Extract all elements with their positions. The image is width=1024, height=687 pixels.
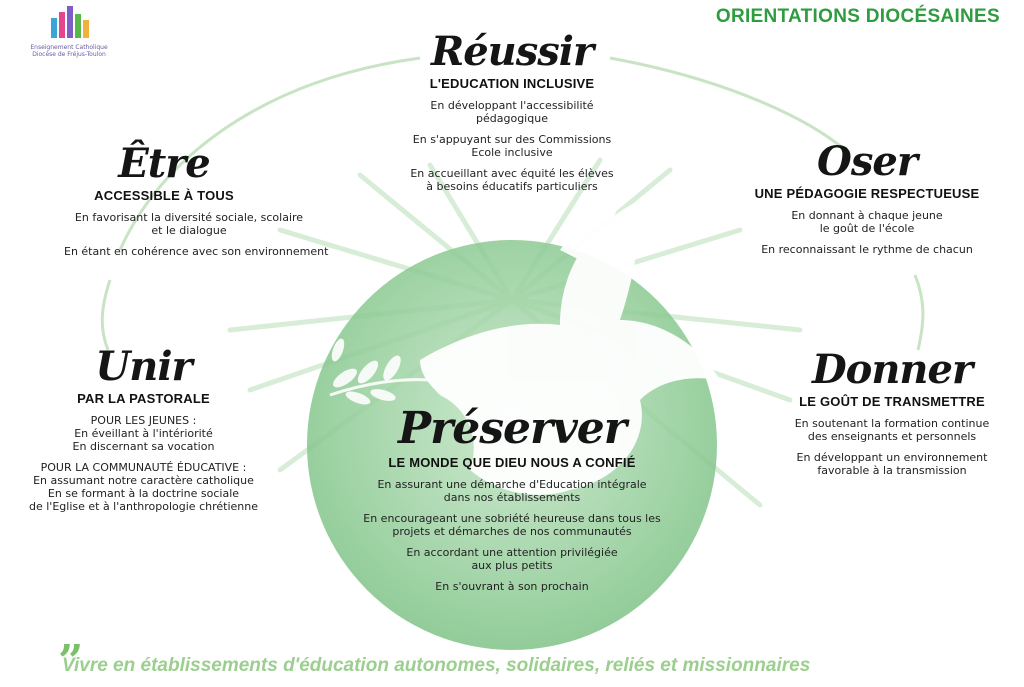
section-oser: Oser UNE PÉDAGOGIE RESPECTUEUSE En donna… xyxy=(722,138,1012,257)
text-line: En s'appuyant sur des Commissions xyxy=(412,133,612,146)
text-line: pédagogique xyxy=(476,112,548,125)
text-line: de l'Eglise et à l'anthropologie chrétie… xyxy=(29,500,258,513)
line-gap xyxy=(722,235,1012,243)
section-donner: Donner LE GOÛT DE TRANSMETTRE En soutena… xyxy=(772,346,1012,478)
text-line: En éveillant à l'intériorité xyxy=(74,427,213,440)
text-line: En favorisant la diversité sociale, scol… xyxy=(74,211,304,224)
logo-bars-icon xyxy=(51,6,89,38)
text-line: En développant un environnement xyxy=(796,451,988,464)
text-line: En reconnaissant le rythme de chacun xyxy=(761,243,973,256)
section-lines: POUR LES JEUNES :En éveillant à l'intéri… xyxy=(6,414,281,513)
section-reussir: Réussir L'EDUCATION INCLUSIVE En dévelop… xyxy=(352,28,672,194)
text-line: le goût de l'école xyxy=(819,222,915,235)
logo-caption-1: Enseignement Catholique xyxy=(30,44,108,51)
text-line: En accueillant avec équité les élèves xyxy=(410,167,614,180)
text-line: En assurant une démarche d'Education int… xyxy=(377,478,647,491)
text-line: projets et démarches de nos communautés xyxy=(392,525,632,538)
text-line: En donnant à chaque jeune xyxy=(791,209,943,222)
verb-title: Oser xyxy=(817,138,918,185)
section-subtitle: L'EDUCATION INCLUSIVE xyxy=(429,76,595,91)
section-subtitle: LE MONDE QUE DIEU NOUS A CONFIÉ xyxy=(388,455,636,470)
text-line: En assumant notre caractère catholique xyxy=(33,474,254,487)
verb-title: Être xyxy=(118,140,211,187)
text-line: à besoins éducatifs particuliers xyxy=(426,180,598,193)
section-etre: Être ACCESSIBLE À TOUS En favorisant la … xyxy=(14,140,329,259)
text-line: aux plus petits xyxy=(471,559,553,572)
text-line: En discernant sa vocation xyxy=(72,440,215,453)
section-unir: Unir PAR LA PASTORALE POUR LES JEUNES :E… xyxy=(6,343,281,514)
line-gap xyxy=(332,572,692,580)
section-subtitle: ACCESSIBLE À TOUS xyxy=(94,188,234,203)
logo-caption-2: Diocèse de Fréjus-Toulon xyxy=(32,51,106,58)
text-line: En développant l'accessibilité xyxy=(430,99,594,112)
text-line: En accordant une attention privilégiée xyxy=(406,546,618,559)
text-line: En s'ouvrant à son prochain xyxy=(435,580,589,593)
text-line: POUR LA COMMUNAUTÉ ÉDUCATIVE : xyxy=(40,461,247,474)
outer-ring xyxy=(118,56,421,251)
text-line: favorable à la transmission xyxy=(817,464,967,477)
text-line: En encourageant une sobriété heureuse da… xyxy=(363,512,661,525)
logo: Enseignement Catholique Diocèse de Fréju… xyxy=(14,4,124,58)
motto: Vivre en établissements d'éducation auto… xyxy=(62,655,811,676)
line-gap xyxy=(64,237,314,245)
section-subtitle: UNE PÉDAGOGIE RESPECTUEUSE xyxy=(754,186,980,201)
text-line: Ecole inclusive xyxy=(471,146,553,159)
dove-icon xyxy=(420,190,720,495)
verb-title: Unir xyxy=(95,343,192,390)
text-line: POUR LES JEUNES : xyxy=(90,414,197,427)
text-line: et le dialogue xyxy=(151,224,227,237)
section-preserver: Préserver LE MONDE QUE DIEU NOUS A CONFI… xyxy=(332,403,692,594)
line-gap xyxy=(772,443,1012,451)
section-lines: En favorisant la diversité sociale, scol… xyxy=(14,211,329,258)
line-gap xyxy=(352,159,672,167)
verb-title: Donner xyxy=(811,346,973,393)
text-line: dans nos établissements xyxy=(443,491,581,504)
page-title: ORIENTATIONS DIOCÉSAINES xyxy=(715,6,1000,27)
quote-icon: ” xyxy=(58,636,84,687)
text-line: des enseignants et personnels xyxy=(807,430,977,443)
section-subtitle: LE GOÛT DE TRANSMETTRE xyxy=(799,394,985,409)
line-gap xyxy=(332,504,692,512)
olive-branch-icon xyxy=(329,338,431,405)
section-subtitle: PAR LA PASTORALE xyxy=(77,391,210,406)
line-gap xyxy=(352,125,672,133)
text-line: En étant en cohérence avec son environne… xyxy=(64,245,329,258)
line-gap xyxy=(6,453,281,461)
text-line: En soutenant la formation continue xyxy=(794,417,990,430)
text-line: En se formant à la doctrine sociale xyxy=(47,487,240,500)
verb-title: Réussir xyxy=(430,28,594,75)
line-gap xyxy=(332,538,692,546)
verb-title: Préserver xyxy=(398,403,627,454)
section-lines: En assurant une démarche d'Education int… xyxy=(332,478,692,593)
